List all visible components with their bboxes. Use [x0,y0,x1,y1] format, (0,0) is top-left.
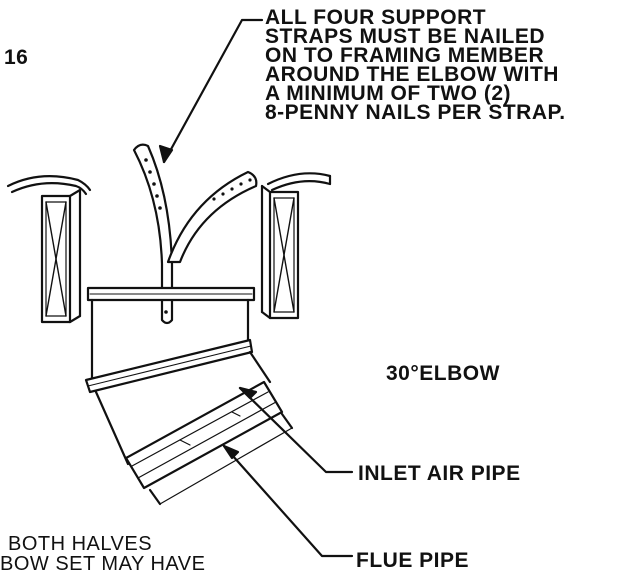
bottom-note: BOTH HALVES BOW SET MAY HAVE [0,534,205,573]
inlet-leader [238,386,354,474]
strap-note-line: ALL FOUR SUPPORT [265,6,487,29]
strap-note-line: ON TO FRAMING MEMBER [265,44,545,67]
lower-elbow-section [94,350,272,466]
bottom-note-line: BOTH HALVES [8,533,153,555]
bottom-note-line: BOW SET MAY HAVE [0,553,206,573]
inlet-air-pipe-label: INLET AIR PIPE [358,462,521,485]
elbow-label: 30°ELBOW [386,362,500,385]
left-framing-member [40,188,82,324]
strap-note-line: 8-PENNY NAILS PER STRAP. [265,101,566,124]
strap-note-line: AROUND THE ELBOW WITH [265,63,559,86]
middle-elbow-band [84,338,254,394]
center-strap-nail-holes [144,158,168,314]
curved-strap-nail-holes [212,178,252,201]
top-collar-band [86,286,256,302]
figure-number: 16 [4,46,29,69]
flue-pipe [148,412,294,506]
right-framing-member [260,184,300,320]
strap-note-line: A MINIMUM OF TWO (2) [265,82,512,105]
right-support-strap [266,172,332,192]
flue-pipe-label: FLUE PIPE [356,549,470,572]
strap-note-line: STRAPS MUST BE NAILED [265,25,546,48]
strap-note-leader [158,18,264,164]
left-support-strap [6,175,92,196]
flue-leader [222,444,354,558]
inlet-air-pipe [124,380,284,490]
strap-note: ALL FOUR SUPPORT STRAPS MUST BE NAILED O… [265,6,566,124]
curved-support-strap [166,170,258,264]
